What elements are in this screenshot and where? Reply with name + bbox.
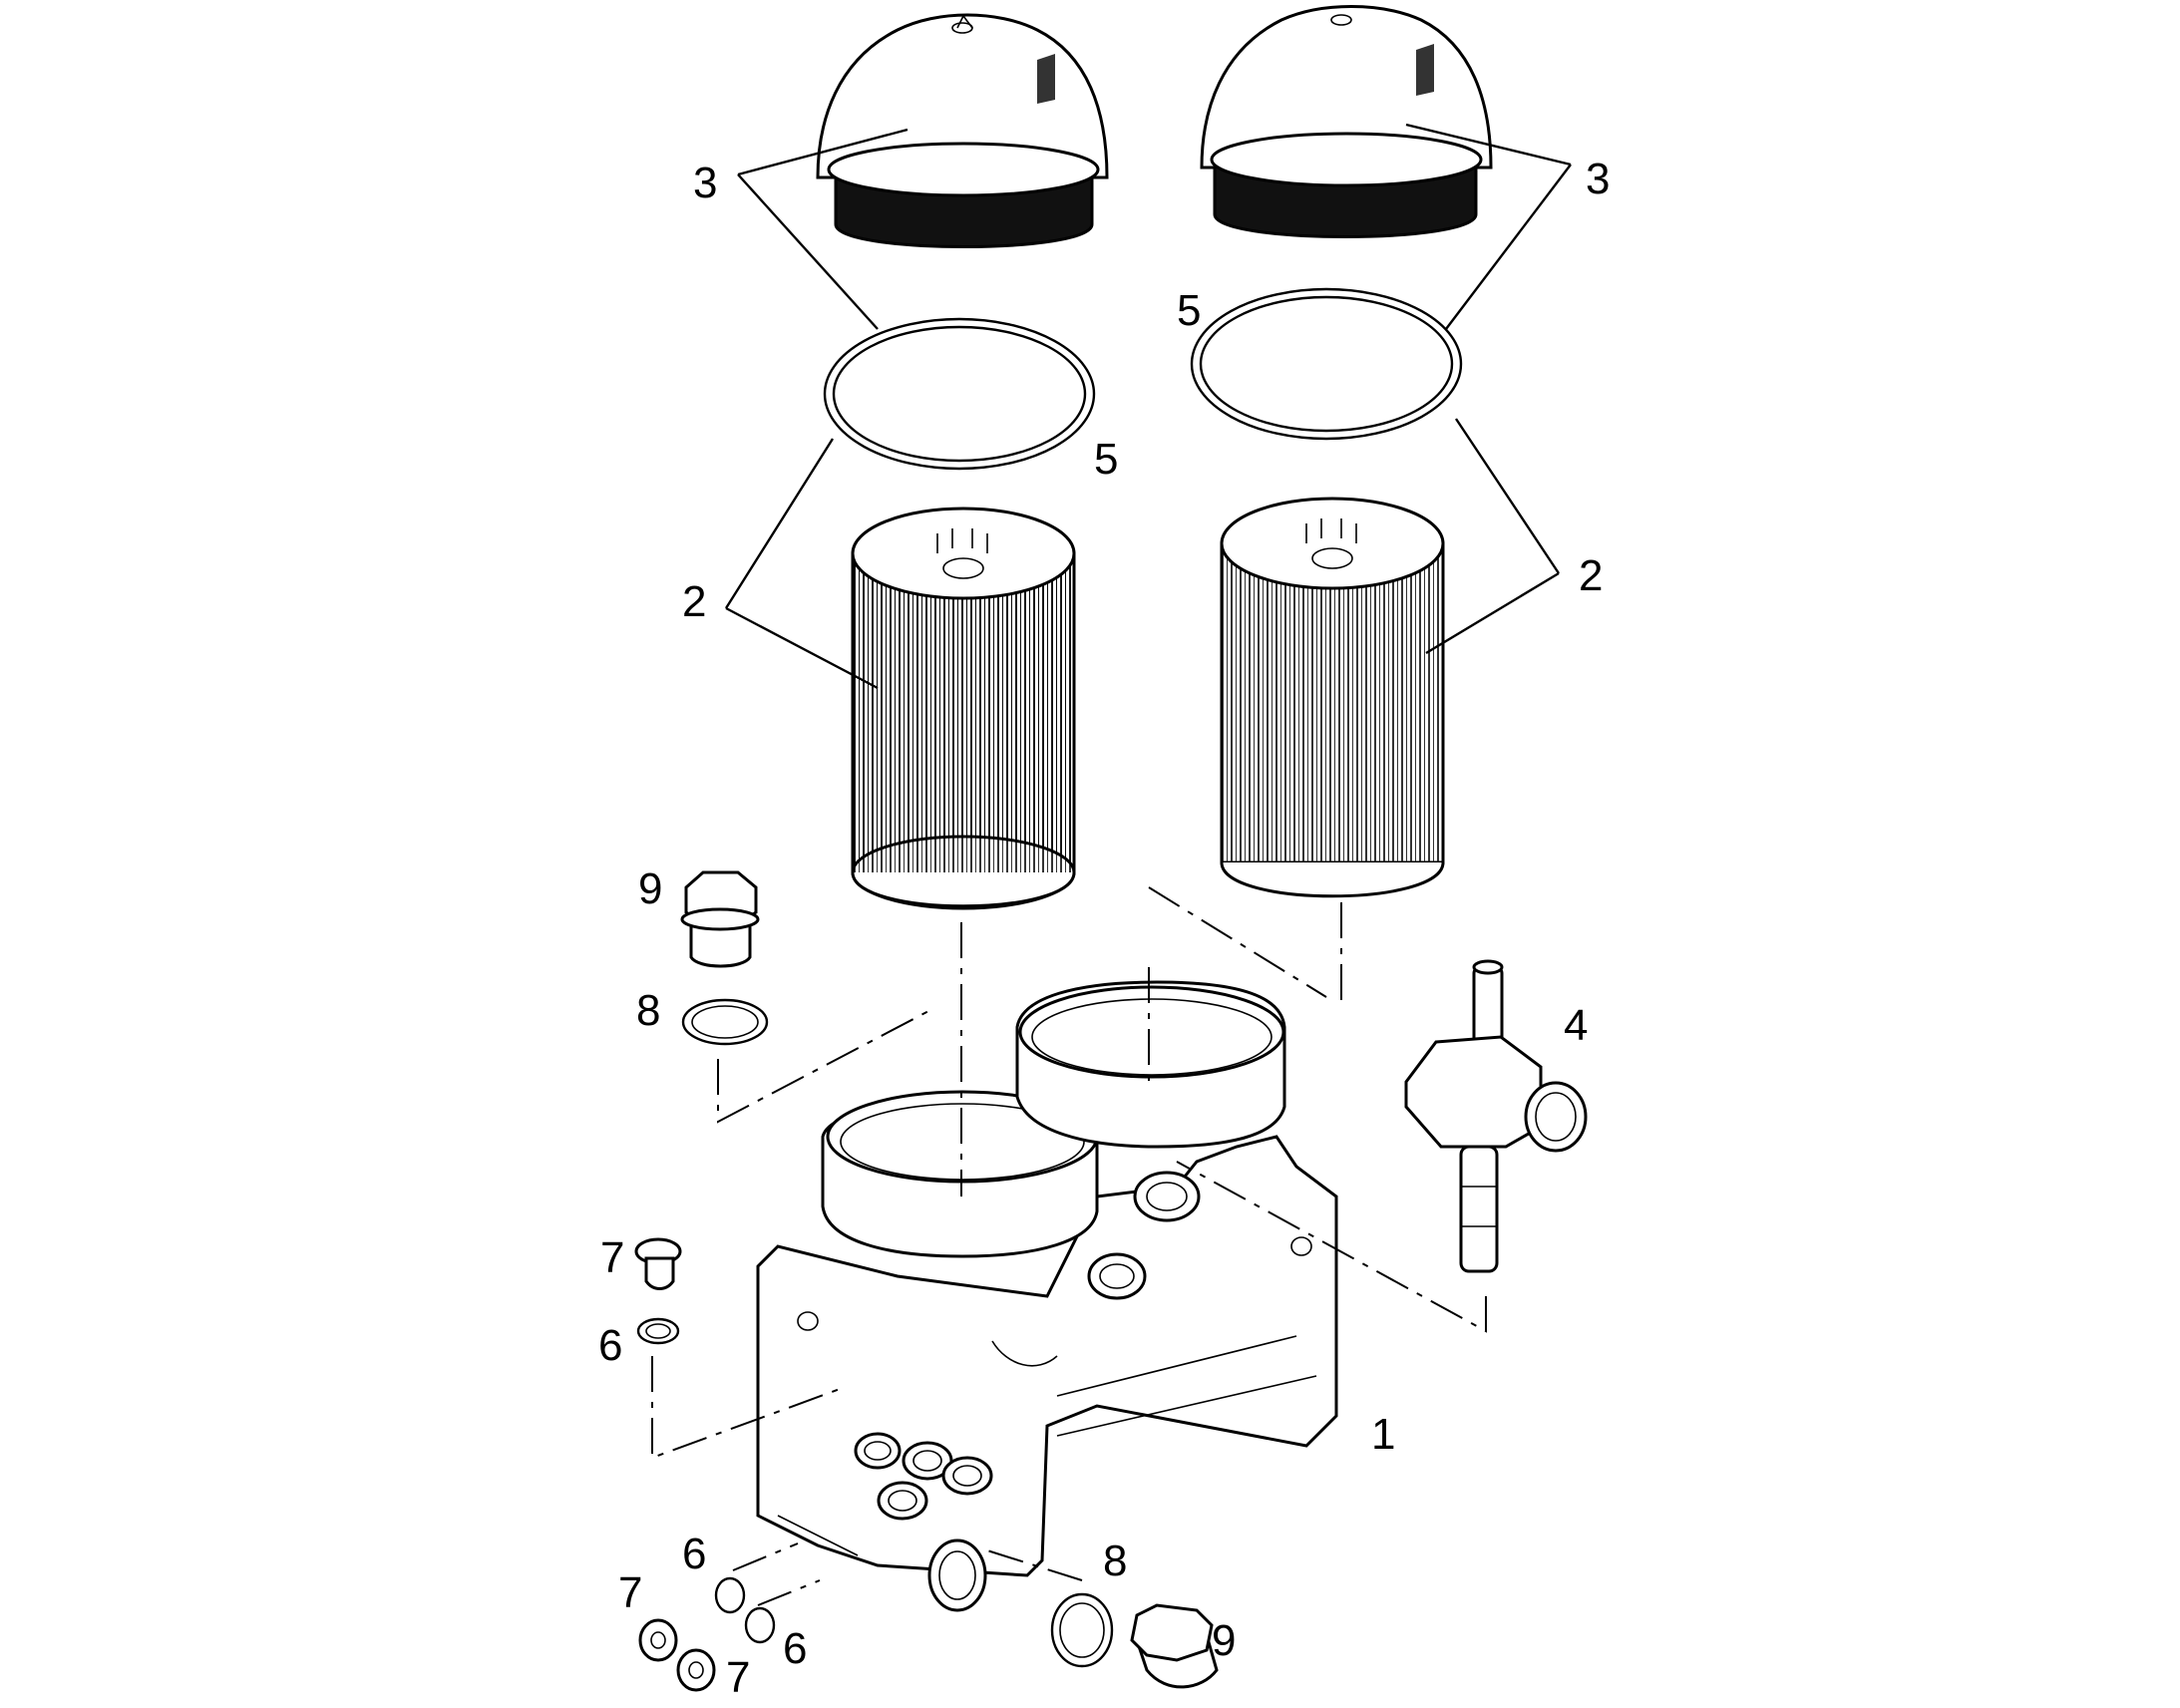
callout-housing: 1 <box>1371 1410 1395 1459</box>
leader-lines <box>724 123 1572 690</box>
oil-sensor <box>1404 959 1588 1273</box>
callout-screw-plug-top: 9 <box>638 864 662 913</box>
callout-filter-right: 2 <box>1579 551 1603 600</box>
filter-housing <box>756 980 1338 1612</box>
callout-cover-right: 3 <box>1586 155 1610 203</box>
callout-cover-left: 3 <box>693 159 717 207</box>
washer-side <box>636 1317 680 1345</box>
callout-washer-bottom-a: 6 <box>682 1530 706 1578</box>
callouts: 1 2 2 3 3 4 5 5 6 6 6 7 7 7 8 8 9 9 <box>598 155 1610 1702</box>
o-ring-right <box>1190 287 1463 441</box>
filter-cover-right <box>1200 5 1493 238</box>
callout-filter-left: 2 <box>682 577 706 626</box>
callout-washer-bottom-b: 6 <box>783 1624 807 1673</box>
callout-screw-plug-bottom: 9 <box>1212 1616 1236 1665</box>
assembly-lines <box>651 886 1487 1606</box>
callout-plug-bottom-a: 7 <box>618 1568 642 1617</box>
filter-element-left <box>851 507 1076 910</box>
seal-bottom <box>1050 1592 1114 1668</box>
filter-cover-left <box>816 13 1109 248</box>
callout-sensor: 4 <box>1564 1001 1588 1050</box>
screw-plug-top <box>680 870 760 968</box>
callout-plug-bottom-b: 7 <box>726 1653 750 1702</box>
callout-oring-left: 5 <box>1094 435 1118 484</box>
washer-bottom-b <box>744 1606 776 1644</box>
plug-bottom-b <box>676 1648 716 1692</box>
callout-oring-right: 5 <box>1177 286 1201 335</box>
screw-plug-bottom <box>1130 1603 1219 1689</box>
plug-side <box>634 1237 682 1290</box>
plug-bottom-a <box>638 1618 678 1662</box>
callout-washer-side: 6 <box>598 1321 622 1370</box>
callout-seal-top: 8 <box>636 986 660 1035</box>
o-ring-left <box>823 317 1096 471</box>
washer-bottom-a <box>714 1576 746 1614</box>
filter-element-right <box>1220 497 1445 898</box>
seal-top <box>681 998 769 1046</box>
callout-plug-side: 7 <box>600 1233 624 1282</box>
callout-seal-bottom: 8 <box>1103 1537 1127 1585</box>
